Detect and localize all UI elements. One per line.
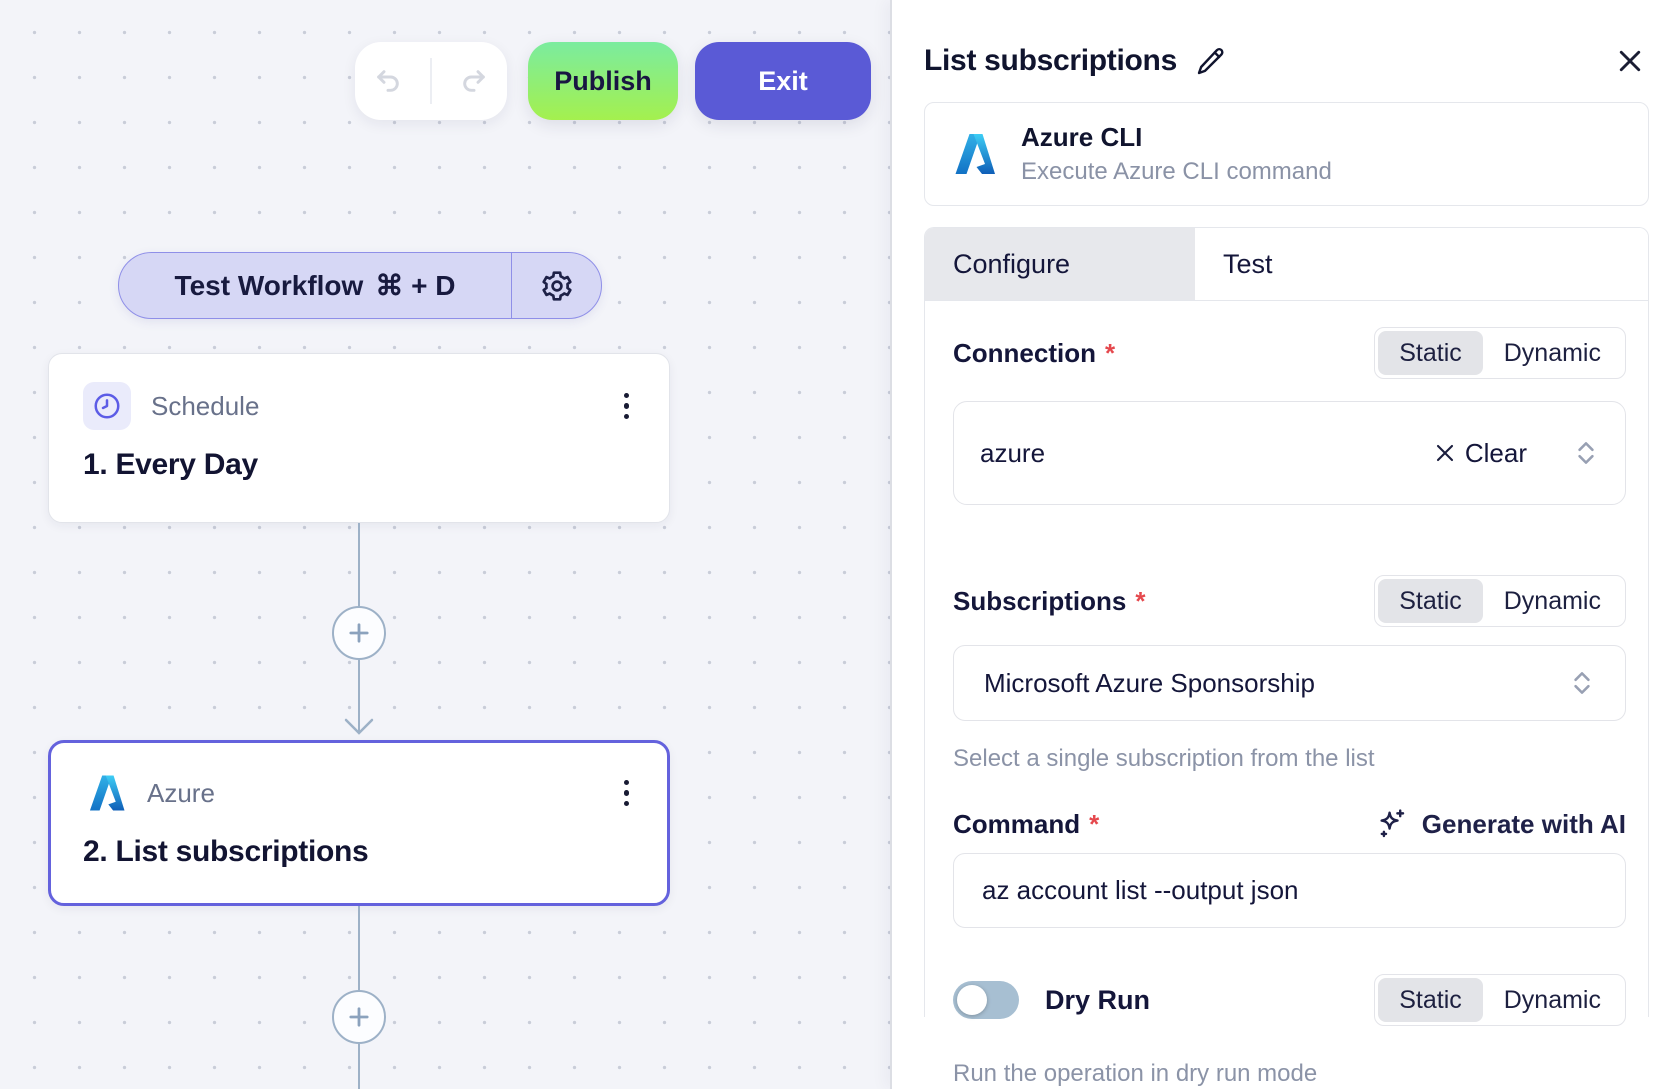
subscriptions-helper: Select a single subscription from the li… [953, 745, 1375, 772]
node-menu-button[interactable] [618, 387, 636, 426]
subscriptions-mode-toggle: Static Dynamic [1374, 575, 1626, 627]
workflow-canvas[interactable]: Publish Exit Test Workflow ⌘ + D Schedul… [0, 0, 890, 1089]
connection-mode-toggle: Static Dynamic [1374, 327, 1626, 379]
node-app-name: Schedule [151, 390, 260, 421]
clear-x-icon [1433, 441, 1457, 465]
node-schedule[interactable]: Schedule 1. Every Day [48, 353, 670, 523]
subscriptions-select[interactable]: Microsoft Azure Sponsorship [953, 645, 1626, 721]
gear-icon [540, 269, 574, 303]
subscriptions-label: Subscriptions* [953, 585, 1146, 616]
sparkle-ai-icon [1374, 807, 1408, 841]
dry-run-label: Dry Run [1045, 984, 1151, 1015]
connector-line [357, 660, 360, 732]
mode-dynamic-button[interactable]: Dynamic [1503, 338, 1601, 367]
connector-line [357, 1044, 360, 1089]
mode-dynamic-button[interactable]: Dynamic [1503, 985, 1601, 1014]
toolbar-divider [430, 58, 432, 104]
generate-with-ai-button[interactable]: Generate with AI [1374, 807, 1626, 841]
redo-button[interactable] [449, 51, 499, 111]
node-app-name: Azure [147, 777, 215, 808]
arrowhead-icon [343, 717, 375, 742]
publish-button[interactable]: Publish [528, 42, 678, 120]
redo-icon [456, 65, 492, 97]
command-input[interactable]: az account list --output json [953, 853, 1626, 928]
connection-value: azure [980, 437, 1046, 468]
connection-select[interactable]: azure Clear [953, 401, 1626, 505]
azure-logo-icon [951, 130, 999, 178]
step-settings-panel: List subscriptions Azure CLI Execute Azu… [890, 0, 1679, 1089]
close-panel-button[interactable] [1611, 42, 1649, 80]
history-toolbar [355, 42, 507, 120]
node-menu-button[interactable] [618, 774, 636, 813]
exit-button[interactable]: Exit [695, 42, 871, 120]
plus-icon [345, 619, 373, 647]
piece-description: Execute Azure CLI command [1021, 158, 1332, 185]
workflow-settings-button[interactable] [511, 253, 601, 318]
edit-pencil-icon [1195, 45, 1227, 77]
subscriptions-value: Microsoft Azure Sponsorship [984, 667, 1315, 698]
required-marker: * [1105, 337, 1116, 368]
clock-icon [83, 382, 131, 430]
required-marker: * [1089, 808, 1100, 839]
chevron-updown-icon[interactable] [1569, 668, 1595, 698]
tab-configure[interactable]: Configure [925, 228, 1195, 300]
command-value: az account list --output json [982, 875, 1299, 905]
azure-logo-icon [83, 769, 131, 817]
panel-title: List subscriptions [924, 44, 1177, 77]
undo-icon [370, 65, 406, 97]
mode-static-button[interactable]: Static [1378, 579, 1483, 623]
command-label: Command* [953, 808, 1100, 839]
connector-line [357, 906, 360, 990]
plus-icon [345, 1003, 373, 1031]
configure-container: Configure Test Connection* Static Dynami… [924, 227, 1649, 1087]
close-icon [1615, 46, 1645, 76]
chevron-updown-icon[interactable] [1573, 438, 1599, 468]
connector-line [357, 523, 360, 607]
test-workflow-label: Test Workflow [174, 269, 364, 301]
rename-step-button[interactable] [1195, 45, 1227, 77]
test-workflow-button[interactable]: Test Workflow ⌘ + D [119, 253, 511, 318]
test-workflow-control: Test Workflow ⌘ + D [118, 252, 602, 319]
node-azure[interactable]: Azure 2. List subscriptions [48, 740, 670, 906]
dry-run-toggle[interactable] [953, 981, 1019, 1019]
mode-static-button[interactable]: Static [1378, 978, 1483, 1022]
toggle-knob [957, 985, 987, 1015]
required-marker: * [1135, 585, 1146, 616]
connection-label: Connection* [953, 337, 1116, 368]
add-step-button[interactable] [332, 990, 386, 1044]
mode-static-button[interactable]: Static [1378, 331, 1483, 375]
piece-name: Azure CLI [1021, 122, 1143, 152]
node-step-title: 2. List subscriptions [83, 835, 369, 868]
dry-run-helper: Run the operation in dry run mode [953, 1060, 1318, 1087]
undo-button[interactable] [363, 51, 413, 111]
clear-connection-button[interactable]: Clear [1433, 438, 1527, 469]
node-step-title: 1. Every Day [83, 448, 258, 481]
piece-info-card: Azure CLI Execute Azure CLI command [924, 102, 1649, 206]
dry-run-mode-toggle: Static Dynamic [1374, 974, 1626, 1026]
test-workflow-shortcut: ⌘ + D [375, 270, 456, 301]
mode-dynamic-button[interactable]: Dynamic [1503, 586, 1601, 615]
tab-test[interactable]: Test [1195, 228, 1648, 300]
add-step-button[interactable] [332, 606, 386, 660]
